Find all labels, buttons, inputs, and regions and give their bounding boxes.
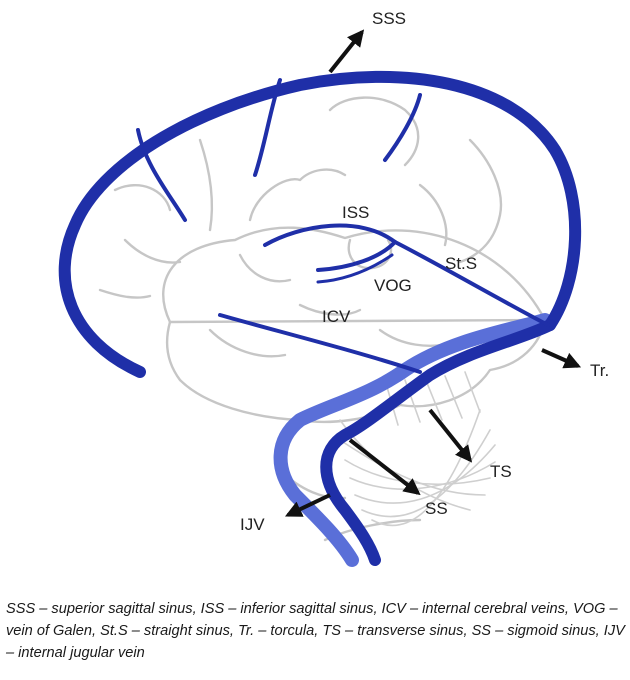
label-ijv: IJV xyxy=(240,515,265,534)
internal-cerebral-veins xyxy=(316,253,394,284)
label-iss: ISS xyxy=(342,203,370,222)
figure-caption: SSS – superior sagittal sinus, ISS – inf… xyxy=(6,601,625,661)
label-tr: Tr. xyxy=(590,361,610,380)
arrow-tr xyxy=(541,348,582,369)
arrow-ts xyxy=(428,408,473,463)
superior-sagittal-sinus xyxy=(58,70,582,378)
sinus-main xyxy=(58,70,582,566)
cortical-vein-2 xyxy=(253,78,282,177)
basal-vein xyxy=(218,313,422,374)
arrow-sss xyxy=(328,29,365,74)
cortical-vein-3 xyxy=(383,93,422,162)
straight-sinus xyxy=(393,240,550,327)
sinus-contralateral xyxy=(273,313,552,567)
sigmoid-sinus xyxy=(320,319,556,566)
arrow-ss xyxy=(348,438,421,496)
label-sss: SSS xyxy=(372,9,407,28)
inferior-sagittal-sinus xyxy=(263,223,397,247)
arrow-ijv xyxy=(284,493,331,517)
brain-outline xyxy=(98,96,547,542)
label-icv: ICV xyxy=(322,307,351,326)
label-st-s: St.S xyxy=(445,254,478,273)
label-vog: VOG xyxy=(374,276,412,295)
arrows xyxy=(284,29,582,517)
vein-of-galen xyxy=(316,240,397,272)
label-ss: SS xyxy=(425,499,448,518)
cortical-vein-1 xyxy=(136,128,187,222)
venous-sinus-diagram xyxy=(58,29,582,567)
label-ts: TS xyxy=(490,462,512,481)
